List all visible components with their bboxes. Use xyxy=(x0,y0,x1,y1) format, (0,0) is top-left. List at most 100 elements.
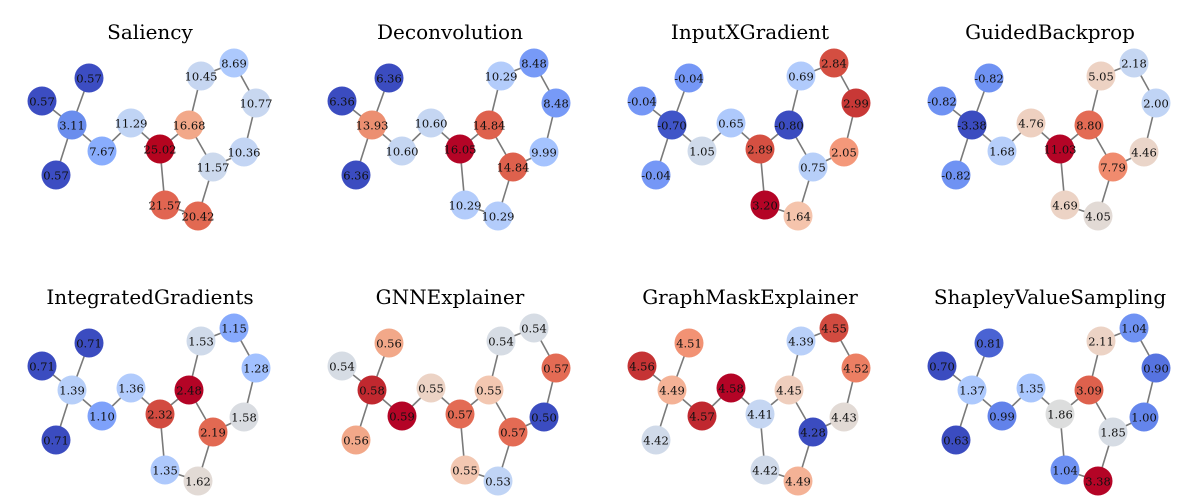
graph-node xyxy=(786,61,816,91)
graph-node xyxy=(829,402,859,432)
node-value-label: 0.55 xyxy=(418,382,444,396)
node-value-label: -0.04 xyxy=(641,169,671,183)
node-value-label: 1.28 xyxy=(243,362,269,376)
graph-node xyxy=(819,313,849,343)
graph-node xyxy=(841,353,871,383)
graph-node xyxy=(957,110,987,140)
node-value-label: 4.45 xyxy=(776,384,802,398)
node-value-label: 0.54 xyxy=(521,322,547,336)
graph-node xyxy=(116,373,146,403)
graph-node xyxy=(483,466,513,496)
node-value-label: 1.62 xyxy=(185,475,211,489)
panel-title: IntegratedGradients xyxy=(46,285,253,309)
node-value-label: 2.84 xyxy=(821,57,847,71)
graph-node xyxy=(1074,375,1104,405)
graph-node xyxy=(87,136,117,166)
graph-node xyxy=(327,351,357,381)
node-value-label: 1.58 xyxy=(231,411,257,425)
graph-node xyxy=(974,328,1004,358)
graph-node xyxy=(450,455,480,485)
graph-node xyxy=(27,351,57,381)
graph-node xyxy=(74,63,104,93)
graph-node xyxy=(219,313,249,343)
graph-node xyxy=(116,108,146,138)
node-value-label: 1.85 xyxy=(1100,426,1126,440)
node-value-label: 10.36 xyxy=(228,146,261,160)
graph-node xyxy=(798,417,828,447)
panel-title: ShapleyValueSampling xyxy=(934,285,1167,309)
node-value-label: 10.29 xyxy=(449,199,482,213)
graph-node xyxy=(657,110,687,140)
node-value-label: 4.51 xyxy=(676,337,702,351)
graph-node xyxy=(957,375,987,405)
node-value-label: 0.54 xyxy=(488,335,514,349)
node-value-label: -0.82 xyxy=(941,169,971,183)
node-value-label: 4.43 xyxy=(831,411,857,425)
graph-node xyxy=(541,88,571,118)
node-value-label: -0.04 xyxy=(674,72,704,86)
node-value-label: 2.48 xyxy=(176,384,202,398)
node-value-label: 7.67 xyxy=(89,145,115,159)
graph-node xyxy=(927,86,957,116)
node-value-label: 10.60 xyxy=(415,117,448,131)
node-value-label: 0.55 xyxy=(476,384,502,398)
node-value-label: 4.41 xyxy=(747,408,773,422)
node-value-label: 0.57 xyxy=(447,408,473,422)
graph-node xyxy=(341,160,371,190)
graph-node xyxy=(483,201,513,231)
graph-node xyxy=(357,375,387,405)
graph-node xyxy=(987,136,1017,166)
graph-node xyxy=(174,375,204,405)
graph-node xyxy=(519,48,549,78)
node-value-label: 1.15 xyxy=(221,322,247,336)
node-value-label: -0.70 xyxy=(657,119,687,133)
graph-node xyxy=(57,375,87,405)
node-value-label: 10.29 xyxy=(485,70,518,84)
graph-node xyxy=(416,373,446,403)
node-value-label: 0.75 xyxy=(800,161,826,175)
node-value-label: 0.54 xyxy=(329,360,355,374)
graph-node xyxy=(145,134,175,164)
node-value-label: 4.49 xyxy=(659,384,685,398)
graph-node xyxy=(774,110,804,140)
graph-node xyxy=(674,63,704,93)
graph-node xyxy=(674,328,704,358)
graph-node xyxy=(974,63,1004,93)
node-value-label: 4.42 xyxy=(643,434,669,448)
node-value-label: 14.84 xyxy=(473,119,506,133)
node-value-label: 0.99 xyxy=(989,410,1015,424)
node-value-label: 0.81 xyxy=(976,337,1002,351)
graph-node xyxy=(529,137,559,167)
node-value-label: 2.99 xyxy=(843,97,869,111)
node-value-label: 0.90 xyxy=(1143,362,1169,376)
graph-node xyxy=(150,455,180,485)
graph-node xyxy=(498,152,528,182)
node-value-label: 10.45 xyxy=(185,70,218,84)
node-value-label: 4.76 xyxy=(1018,117,1044,131)
graph-node xyxy=(87,401,117,431)
graph-node xyxy=(241,88,271,118)
node-value-label: 9.99 xyxy=(531,146,557,160)
node-value-label: 0.59 xyxy=(389,410,415,424)
graph-node xyxy=(41,160,71,190)
graph-node xyxy=(387,136,417,166)
graph-node xyxy=(716,373,746,403)
node-value-label: 4.52 xyxy=(843,362,869,376)
graph-node xyxy=(357,110,387,140)
graph-node xyxy=(641,160,671,190)
node-value-label: 0.71 xyxy=(29,360,55,374)
graph-node xyxy=(987,401,1017,431)
graph-node xyxy=(745,134,775,164)
node-value-label: -3.38 xyxy=(957,119,987,133)
node-value-label: 4.58 xyxy=(718,382,744,396)
node-value-label: 20.42 xyxy=(182,210,215,224)
node-value-label: 10.60 xyxy=(386,145,419,159)
graph-node xyxy=(1086,61,1116,91)
node-value-label: 4.57 xyxy=(689,410,715,424)
graph-node xyxy=(750,190,780,220)
node-value-label: 16.68 xyxy=(173,119,206,133)
panel-title: Deconvolution xyxy=(377,20,523,44)
node-value-label: 1.04 xyxy=(1121,322,1147,336)
graph-node xyxy=(627,86,657,116)
node-value-label: 2.19 xyxy=(200,426,226,440)
